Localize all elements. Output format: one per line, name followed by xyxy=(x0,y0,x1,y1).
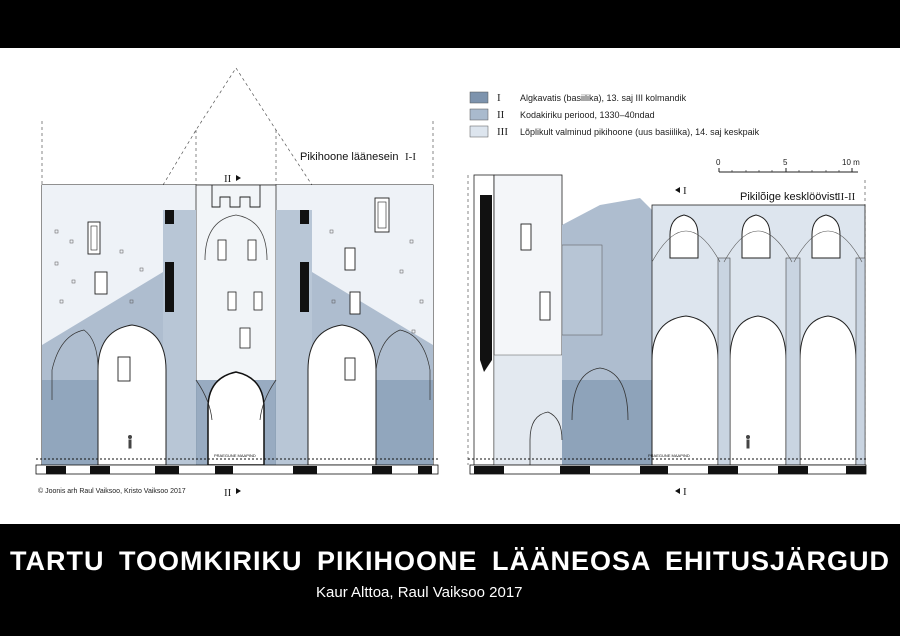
poster-subtitle: Kaur Alttoa, Raul Vaiksoo 2017 xyxy=(316,584,523,601)
left-section-mark: I-I xyxy=(405,151,416,163)
legend-swatch-1 xyxy=(469,91,489,104)
section-arrow-right-bottom-icon xyxy=(675,488,680,494)
legend-label-3: Lõplikult valminud pikihoone (uus basiil… xyxy=(520,127,760,137)
top-black-band xyxy=(0,0,900,48)
bottom-black-band xyxy=(0,524,900,636)
right-marker-bottom: I xyxy=(683,486,687,498)
person-scale-figure-right xyxy=(746,435,750,449)
legend-numeral-1: I xyxy=(497,92,501,104)
poster-title: TARTU TOOMKIRIKU PIKIHOONE LÄÄNEOSA EHIT… xyxy=(9,546,891,576)
nave-longitudinal-section: PRAEGUNE MAAPIND Pikilõige kesklöövist I… xyxy=(467,174,868,498)
legend: I II III Algkavatis (basiilika), 13. saj… xyxy=(469,91,760,138)
legend-label-2: Kodakiriku periood, 1330–40ndad xyxy=(520,110,655,120)
scale-tick-10: 10 m xyxy=(842,158,860,167)
legend-numeral-2: II xyxy=(497,109,505,121)
legend-numeral-3: III xyxy=(497,126,508,138)
right-caption: Pikilõige kesklöövist xyxy=(740,191,838,203)
drawing-credit: © Joonis arh Raul Vaiksoo, Kristo Vaikso… xyxy=(38,487,186,495)
left-ground-label: PRAEGUNE MAAPIND xyxy=(214,453,256,458)
left-caption: Pikihoone läänesein xyxy=(300,151,398,163)
legend-label-1: Algkavatis (basiilika), 13. saj III kolm… xyxy=(520,93,687,103)
right-section-mark: II-II xyxy=(837,191,856,203)
west-wall-elevation: PRAEGUNE MAAPIND Pikihoone läänesein I-I… xyxy=(35,67,439,499)
section-arrow-top-icon xyxy=(236,175,241,181)
person-scale-figure-left xyxy=(128,435,132,449)
section-arrow-right-top-icon xyxy=(675,187,680,193)
scale-bar: 0 5 10 m xyxy=(716,158,860,173)
right-marker-top: I xyxy=(683,185,687,197)
legend-swatch-3 xyxy=(469,125,489,138)
legend-swatch-2 xyxy=(469,108,489,121)
left-marker-bottom: II xyxy=(224,487,232,499)
right-ground-label: PRAEGUNE MAAPIND xyxy=(648,453,690,458)
scale-tick-5: 5 xyxy=(783,158,788,167)
section-arrow-bottom-icon xyxy=(236,488,241,494)
left-marker-top: II xyxy=(224,173,232,185)
architectural-drawing: I II III Algkavatis (basiilika), 13. saj… xyxy=(35,67,868,499)
scale-tick-0: 0 xyxy=(716,158,721,167)
